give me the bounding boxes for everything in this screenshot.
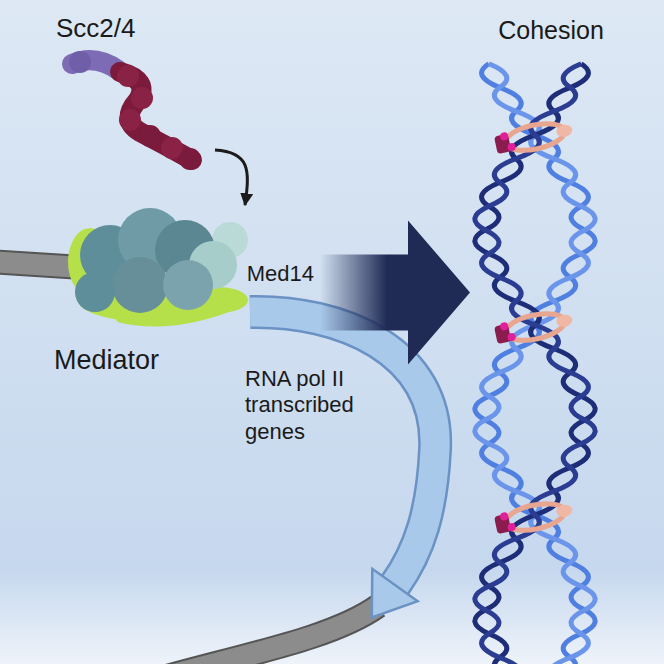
complex-label: Mediator — [54, 345, 159, 376]
process-label: Cohesion — [470, 16, 632, 45]
dna-strand — [140, 606, 378, 664]
recruit-arrow — [215, 150, 247, 205]
scc4-protein — [131, 87, 153, 109]
cohesin-ring — [493, 117, 574, 157]
dna-helix — [475, 64, 595, 664]
mediator-subunit — [163, 260, 213, 310]
scc2-protein — [69, 51, 91, 73]
transcript-band — [250, 312, 435, 585]
complex-node: Med14Mediator — [50, 205, 320, 380]
scc4-protein — [139, 125, 161, 147]
gene-label: RNA pol II transcribed genes — [245, 366, 380, 445]
process-arrow — [320, 221, 470, 365]
protein-node: Scc2/4 — [50, 14, 215, 172]
cohesin-ring — [493, 497, 574, 537]
subunit-label: Med14 — [247, 261, 314, 286]
med14-subunit — [120, 306, 232, 322]
cohesin-ring — [493, 307, 574, 347]
scc4-protein — [179, 148, 201, 170]
transcript-arrowhead — [372, 569, 418, 618]
mediator-subunit — [112, 257, 168, 313]
protein-label: Scc2/4 — [56, 14, 136, 44]
transcript-band — [250, 312, 435, 585]
dna-helix — [475, 64, 595, 664]
dna-helix — [475, 64, 595, 664]
mediator-subunit — [75, 272, 115, 312]
dna-strand — [140, 606, 378, 664]
chromatid-node: Cohesion — [470, 14, 632, 614]
dna-helix — [475, 64, 595, 664]
scc4-protein — [119, 109, 141, 131]
scc4-protein — [117, 65, 139, 87]
